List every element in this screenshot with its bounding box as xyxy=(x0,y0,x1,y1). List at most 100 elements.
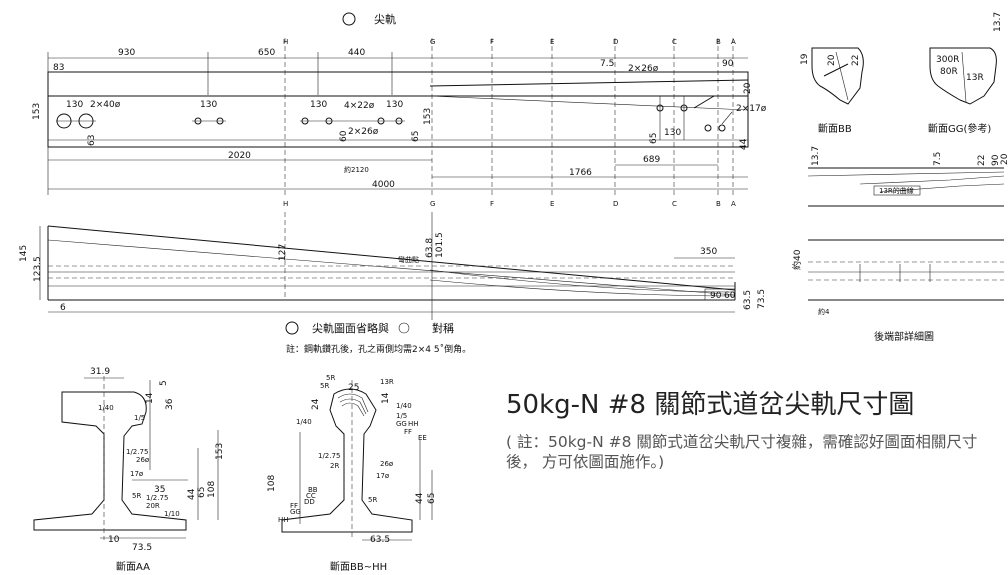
section-aa: 31.9 5 14 36 1/40 1/5 1/2.75 26ø 17ø 35 … xyxy=(33,367,225,573)
sec-letter-d: D xyxy=(613,38,618,46)
bend-text: 彎曲點 xyxy=(398,255,419,264)
dim-4x22: 4×22ø xyxy=(344,101,375,111)
dim-60: 60 xyxy=(339,130,349,142)
bh-label-dd: DD xyxy=(304,498,315,506)
bh-dim-63-5: 63.5 xyxy=(370,535,390,545)
sec-letter-f: F xyxy=(490,38,494,46)
gg-dim-300r: 300R xyxy=(936,55,959,65)
dim-130-b: 130 xyxy=(200,100,217,110)
dim-153-b: 153 xyxy=(423,108,433,125)
sec-letter-e-2: E xyxy=(550,200,554,208)
dim-73-5: 73.5 xyxy=(757,289,767,309)
dim-63-8: 63.8 xyxy=(425,238,435,258)
dim-7-5-a: 7.5 xyxy=(600,59,614,69)
dim-2020: 2020 xyxy=(228,151,251,161)
section-bb-hh: 5R 5R 25 13R 24 14 1/40 1/40 1/5 GG HH F… xyxy=(267,374,437,573)
gg-dim-13r: 13R xyxy=(966,73,984,83)
aa-dim-108: 108 xyxy=(207,481,217,498)
dim-90-a: 90 xyxy=(722,59,734,69)
dim-60-b: 60 xyxy=(724,291,736,301)
dim-4000: 4000 xyxy=(372,180,395,190)
sec-letter-e: E xyxy=(550,38,554,46)
approx-40: 約40 xyxy=(791,249,803,270)
sec-letter-h-2: H xyxy=(283,200,288,208)
aa-dim-44: 44 xyxy=(187,488,197,500)
aa-dim-17: 17ø xyxy=(130,470,144,478)
bh-dim-26: 26ø xyxy=(380,460,394,468)
sec-letter-f-2: F xyxy=(490,200,494,208)
bh-dim-13r: 13R xyxy=(380,378,394,386)
elevation-view: 145 123.5 6 127 彎曲點 63.8 101.5 350 90 60… xyxy=(19,212,767,355)
aa-slope-1-5: 1/5 xyxy=(134,414,145,422)
sec-letter-a-2: A xyxy=(731,200,736,208)
bh-dim-17: 17ø xyxy=(376,472,390,480)
sec-letter-h: H xyxy=(283,38,288,46)
top-label: 尖軌 xyxy=(374,12,396,26)
mid-note: 註：鋼軌鑽孔後，孔之兩側均需2×4 5˚倒角。 xyxy=(286,343,471,355)
drawing-title: 50kg-N #8 關節式道岔尖軌尺寸圖 xyxy=(506,390,915,420)
approx-2120: 約2120 xyxy=(344,165,369,174)
bb-dim-22: 22 xyxy=(851,55,861,66)
dim-130-c: 130 xyxy=(310,100,327,110)
mid-symmetric: 對稱 xyxy=(432,321,454,335)
rail-curve-text: 13R的曲線 xyxy=(879,186,914,195)
bh-label-ff: FF xyxy=(404,428,412,436)
bh-dim-44: 44 xyxy=(415,492,425,504)
aa-dim-153: 153 xyxy=(215,443,225,460)
bh-label-ee: EE xyxy=(418,434,427,442)
aa-dim-14: 14 xyxy=(145,392,155,404)
bh-label-bb: BB xyxy=(308,486,318,494)
bh-slope-1-40-a: 1/40 xyxy=(296,418,312,426)
rear-dim-20: 20 xyxy=(1000,153,1008,165)
bh-dim-108: 108 xyxy=(267,475,277,492)
dim-2x26-b: 2×26ø xyxy=(628,64,659,74)
dim-127: 127 xyxy=(278,244,288,261)
bh-dim-5r-b: 5R xyxy=(320,382,329,390)
sec-letter-c-2: C xyxy=(672,200,677,208)
sec-letter-b-2: B xyxy=(716,200,721,208)
dim-6: 6 xyxy=(60,303,66,313)
dim-2x40: 2×40ø xyxy=(90,100,121,110)
dim-145: 145 xyxy=(19,245,29,262)
sec-letter-a: A xyxy=(731,38,736,46)
dim-90-b: 90 xyxy=(710,291,722,301)
sec-letter-g: G xyxy=(430,38,435,46)
aa-slope-1-2-75-b: 1/2.75 xyxy=(146,494,168,502)
dim-83: 83 xyxy=(53,63,64,73)
section-bb-hh-label: 斷面BB~HH xyxy=(330,560,387,573)
aa-dim-35: 35 xyxy=(154,485,165,495)
dim-65-b: 65 xyxy=(649,133,659,144)
dim-350: 350 xyxy=(700,247,717,257)
dim-1766: 1766 xyxy=(569,168,592,178)
section-gg-small: 300R 80R 13R 13.7 斷面GG(參考) xyxy=(928,12,1003,135)
bh-dim-65: 65 xyxy=(427,493,437,504)
dim-2x17: 2×17ø xyxy=(736,104,767,114)
dim-440: 440 xyxy=(348,48,365,58)
bh-slope-1-40-b: 1/40 xyxy=(396,402,412,410)
aa-slope-1-40: 1/40 xyxy=(98,404,114,412)
bh-label-hh-2: HH xyxy=(278,516,289,524)
drawing-note: ( 註：50kg-N #8 關節式道岔尖軌尺寸複雜，需確認好圖面相關尺寸後， 方… xyxy=(506,433,978,471)
dim-650: 650 xyxy=(258,48,275,58)
section-gg-label: 斷面GG(參考) xyxy=(928,122,991,135)
aa-dim-5r: 5R xyxy=(132,492,141,500)
sec-letter-c: C xyxy=(672,38,677,46)
bh-dim-25: 25 xyxy=(348,383,359,393)
dim-101-5: 101.5 xyxy=(435,232,445,258)
bb-dim-20: 20 xyxy=(827,54,837,66)
bb-dim-19: 19 xyxy=(800,53,810,65)
sec-letter-g-2: G xyxy=(430,200,435,208)
bh-dim-5r-a: 5R xyxy=(326,374,335,382)
section-bb-label: 斷面BB xyxy=(818,122,852,135)
aa-dim-31-9: 31.9 xyxy=(90,367,110,377)
bh-label-hh: HH xyxy=(408,420,419,428)
gg-dim-13-7: 13.7 xyxy=(993,12,1003,32)
dim-63: 63 xyxy=(87,135,97,146)
dim-63-5: 63.5 xyxy=(743,290,753,310)
aa-dim-5: 5 xyxy=(159,380,169,386)
dim-20-a: 20 xyxy=(743,82,753,94)
aa-dim-36: 36 xyxy=(165,398,175,410)
rear-dim-22: 22 xyxy=(977,155,987,166)
sec-letter-d-2: D xyxy=(613,200,618,208)
bh-slope-1-2-75: 1/2.75 xyxy=(318,452,340,460)
